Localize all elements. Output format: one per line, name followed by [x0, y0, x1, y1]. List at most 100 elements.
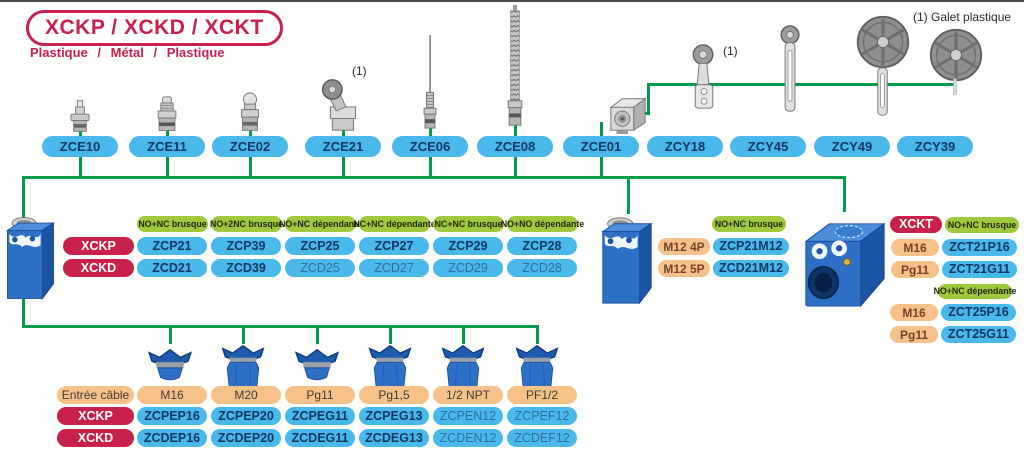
ref-cell: ZCD29 — [433, 259, 503, 277]
cable-gland-icon — [148, 346, 192, 384]
roller-arm-icon — [872, 66, 893, 118]
contact-header: NO+2NC brusque — [210, 216, 283, 232]
ref-cell: ZCT21G11 — [942, 261, 1017, 278]
cable-header: 1/2 NPT — [433, 386, 503, 404]
head-ref-zce21: ZCE21 — [305, 136, 381, 157]
cable-gland-icon — [221, 342, 265, 392]
ref-cell: ZCDEG11 — [285, 429, 355, 447]
ref-cell: ZCD27 — [359, 259, 429, 277]
connector-line — [22, 176, 846, 179]
ref-cell: ZCD39 — [211, 259, 281, 277]
head-ref-zce06: ZCE06 — [392, 136, 468, 157]
entry-label: M16 — [891, 239, 939, 256]
plunger-icon — [66, 98, 94, 134]
head-ref-zce08: ZCE08 — [477, 136, 553, 157]
zcy18-note: (1) — [723, 44, 738, 58]
entry-label: M16 — [890, 304, 938, 321]
cable-gland-icon — [441, 342, 485, 392]
cable-header: PF1/2 — [507, 386, 577, 404]
head-ref-zcy49: ZCY49 — [814, 136, 890, 157]
connector-line — [242, 328, 245, 344]
roller-mount-icon — [948, 78, 962, 96]
page-title: XCKP / XCKD / XCKT — [26, 10, 283, 46]
contact-header: NO+NO dépendante — [501, 216, 584, 232]
cable-gland-icon — [368, 342, 412, 392]
ref-cell: ZCT25P16 — [941, 304, 1016, 321]
range-label-xckt: XCKT — [890, 216, 942, 233]
ref-cell: ZCPEP16 — [137, 407, 207, 425]
page-subtitle: Plastique / Métal / Plastique — [30, 45, 225, 60]
cable-entry-label: Entrée câble — [57, 386, 134, 404]
roller-lever-arm-icon — [688, 42, 722, 112]
ref-cell: ZCP28 — [507, 237, 577, 255]
ref-cell: ZCDEG13 — [359, 429, 429, 447]
connector-line — [536, 325, 539, 344]
head-ref-zce01: ZCE01 — [563, 136, 639, 157]
ref-cell: ZCP29 — [433, 237, 503, 255]
connector-line — [462, 328, 465, 344]
connector-line — [647, 83, 650, 115]
limit-switch-body-m12 — [597, 212, 657, 309]
ref-cell: ZCPEF12 — [507, 407, 577, 425]
rod-lever-icon — [420, 35, 440, 134]
ref-cell: ZCPEN12 — [433, 407, 503, 425]
connector-line — [169, 328, 172, 344]
ref-cell: ZCD28 — [507, 259, 577, 277]
rotary-head-icon — [606, 94, 650, 134]
roller-plunger-icon — [235, 91, 265, 134]
large-roller-icon — [928, 27, 984, 83]
ref-cell: ZCD21M12 — [713, 260, 789, 277]
xckt-header: NO+NC brusque — [945, 217, 1019, 233]
head-ref-zcy39: ZCY39 — [897, 136, 973, 157]
connector-label: M12 4P — [658, 238, 710, 255]
ref-cell: ZCP21 — [137, 237, 207, 255]
limit-switch-body-xckt — [798, 208, 890, 314]
ref-cell: ZCDEN12 — [433, 429, 503, 447]
galet-plastique-note: (1) Galet plastique — [913, 10, 1012, 24]
adjustable-rod-lever-icon — [777, 25, 803, 118]
cable-header: M16 — [137, 386, 207, 404]
range-label-xckp: XCKP — [57, 407, 134, 425]
range-label-xckd: XCKD — [57, 429, 134, 447]
entry-label: Pg11 — [891, 261, 939, 278]
connector-line — [843, 176, 846, 212]
connector-line — [22, 325, 539, 328]
ref-cell: ZCP27 — [359, 237, 429, 255]
contact-header: NC+NC brusque — [433, 216, 504, 232]
connector-line — [627, 176, 630, 214]
ref-cell: ZCPEP20 — [211, 407, 281, 425]
ref-cell: ZCD21 — [137, 259, 207, 277]
connector-line — [389, 328, 392, 344]
zce21-note: (1) — [352, 64, 367, 78]
roller-lever-head-icon — [316, 74, 368, 134]
cable-gland-icon — [295, 346, 339, 384]
head-ref-zce02: ZCE02 — [212, 136, 288, 157]
connector-label: M12 5P — [658, 260, 710, 277]
connector-line — [647, 83, 955, 86]
ref-cell: ZCP25 — [285, 237, 355, 255]
contact-header: NO+NC brusque — [137, 216, 208, 232]
head-ref-zce10: ZCE10 — [42, 136, 118, 157]
m12-header: NO+NC brusque — [712, 216, 786, 232]
ref-cell: ZCDEP20 — [211, 429, 281, 447]
range-label-xckd: XCKD — [63, 259, 134, 277]
ref-cell: ZCT21P16 — [942, 239, 1017, 256]
ref-cell: ZCD25 — [285, 259, 355, 277]
range-label-xckp: XCKP — [63, 237, 134, 255]
cable-header: M20 — [211, 386, 281, 404]
contact-header: NO+NC dépendante — [279, 216, 362, 232]
ref-cell: ZCP39 — [211, 237, 281, 255]
ref-cell: ZCDEF12 — [507, 429, 577, 447]
spring-rod-icon — [505, 5, 525, 134]
large-roller-icon — [855, 14, 911, 70]
limit-switch-body-xckp — [2, 212, 59, 304]
cable-gland-icon — [515, 342, 559, 392]
ref-cell: ZCPEG11 — [285, 407, 355, 425]
head-ref-zcy45: ZCY45 — [730, 136, 806, 157]
connector-line — [316, 328, 319, 344]
cable-header: Pg11 — [285, 386, 355, 404]
head-ref-zcy18: ZCY18 — [647, 136, 723, 157]
contact-header: NC+NC dépendante — [353, 216, 436, 232]
head-ref-zce11: ZCE11 — [129, 136, 205, 157]
